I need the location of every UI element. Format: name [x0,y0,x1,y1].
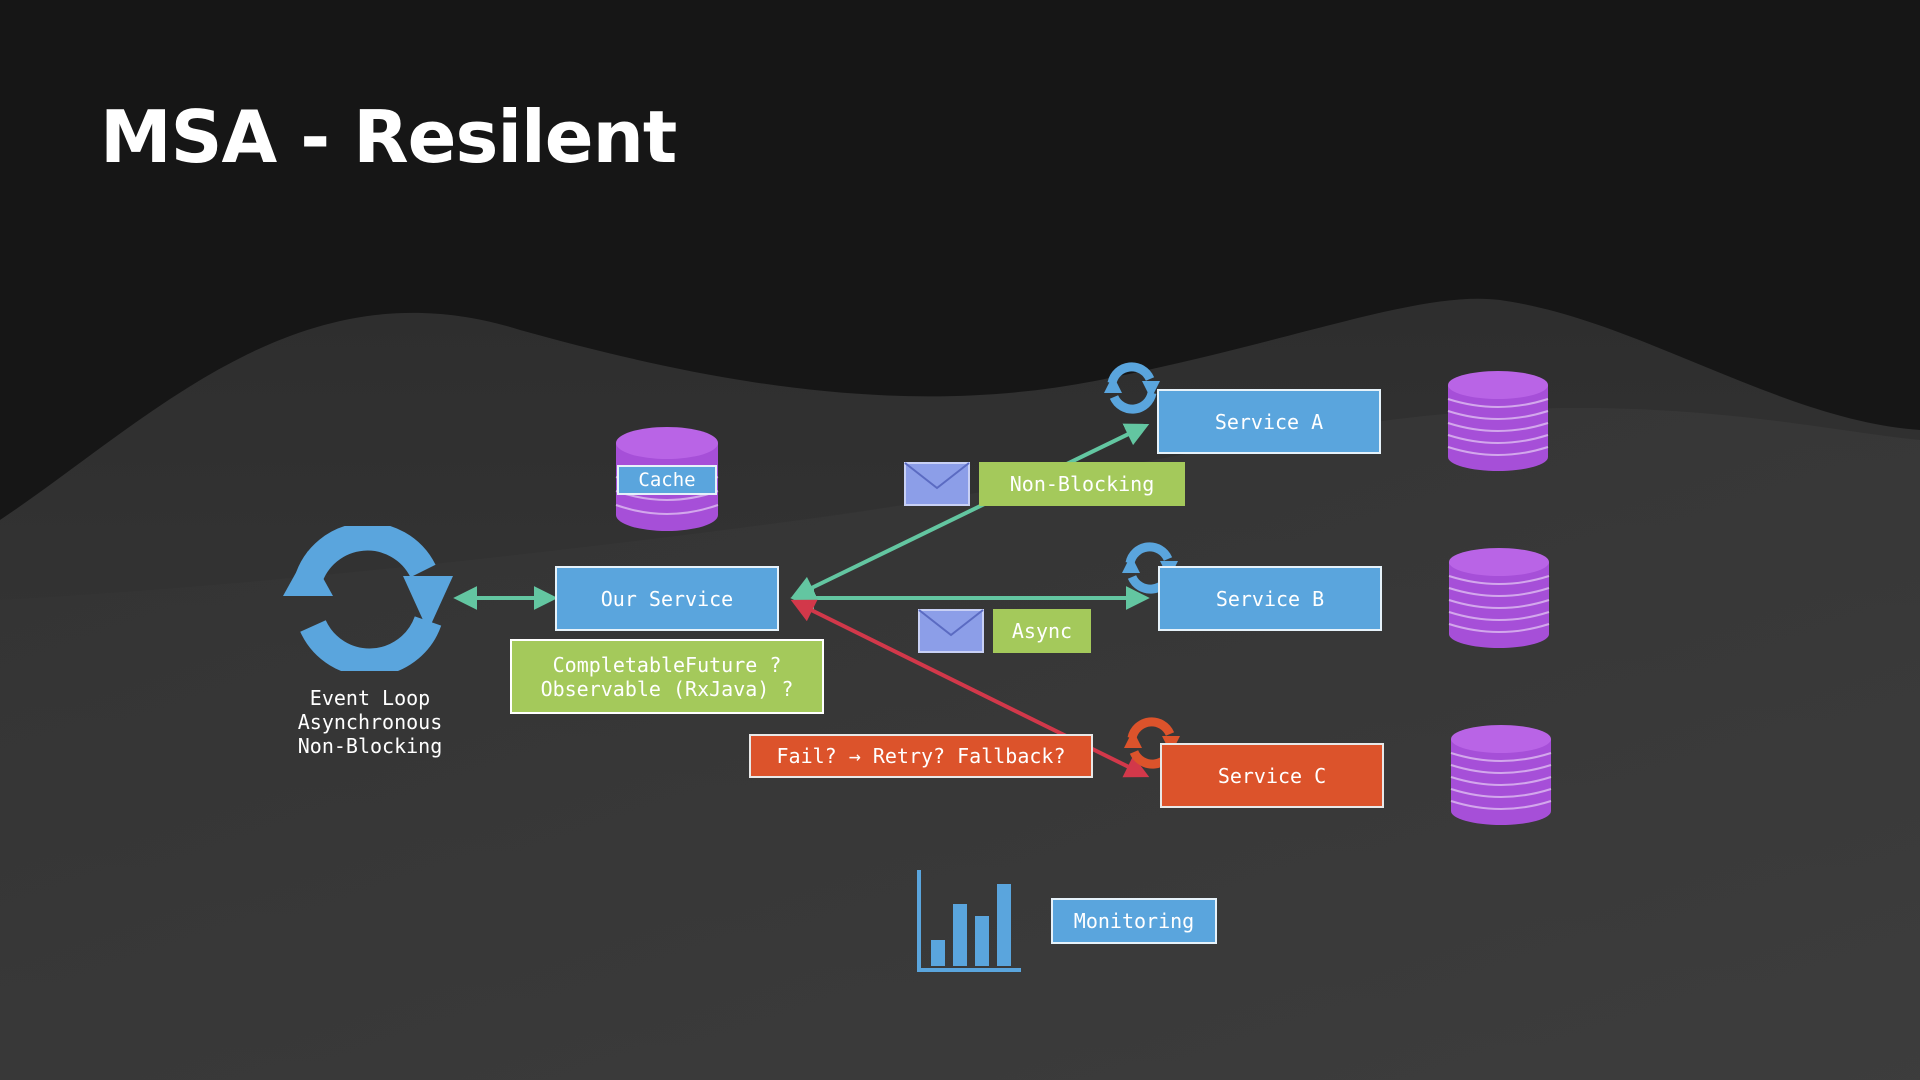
refresh-icon [1104,362,1160,414]
service-b-box: Service B [1158,566,1382,631]
future-line2: Observable (RxJava) ? [540,676,794,701]
cache-database-icon [615,427,719,531]
event-loop-line2: Asynchronous [297,710,443,734]
our-service-box: Our Service [555,566,779,631]
monitoring-label: Monitoring [1051,898,1217,944]
non-blocking-arrow [790,423,1150,599]
envelope-icon [904,462,970,506]
envelope-icon [918,609,984,653]
database-icon [1447,371,1549,471]
cache-label: Cache [617,465,717,495]
page-title: MSA - Resilent [100,95,677,179]
event-loop-line3: Non-Blocking [297,734,443,758]
service-c-box: Service C [1160,743,1384,808]
event-loop-line1: Event Loop [309,686,431,710]
refresh-icon [283,526,453,671]
database-icon [1450,725,1552,825]
future-options-box: CompletableFuture ? Observable (RxJava) … [510,639,824,714]
async-label: Async [993,609,1091,653]
future-line1: CompletableFuture ? [552,652,782,677]
non-blocking-label: Non-Blocking [979,462,1185,506]
bar-chart-icon [917,870,1021,972]
service-a-box: Service A [1157,389,1381,454]
event-loop-caption: Event Loop Asynchronous Non-Blocking [275,686,465,758]
database-icon [1448,548,1550,648]
fail-retry-label: Fail? → Retry? Fallback? [749,734,1093,778]
